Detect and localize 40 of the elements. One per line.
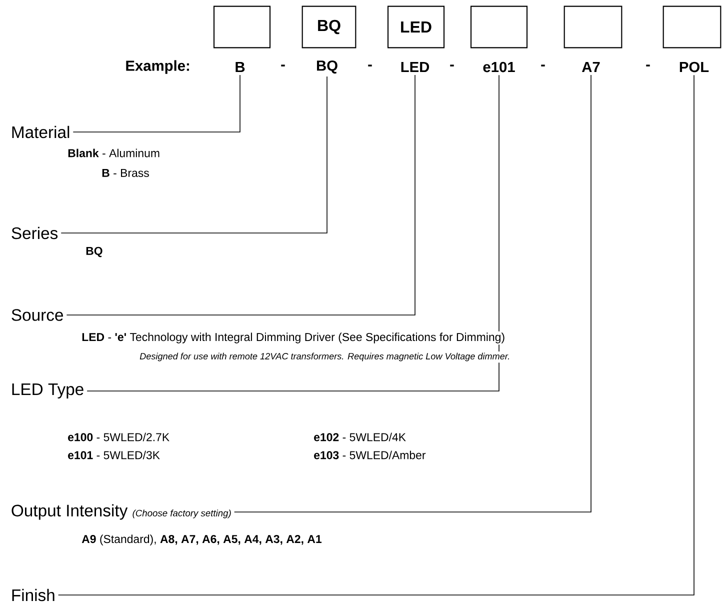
option-text: LED - 'e' Technology with Integral Dimming Driver (See Specifications for Dimming): [80, 331, 506, 345]
separator-dash: -: [539, 63, 547, 71]
option-text: Blank - Aluminum: [66, 147, 162, 159]
category-heading: Output Intensity (Choose factory setting): [8, 502, 234, 522]
option-text: e100 - 5WLED/2.7K: [66, 431, 171, 443]
code-text: LED: [401, 62, 430, 72]
note-text: Designed for use with remote 12VAC transformers. Requires magnetic Low Voltage dimmer.: [138, 351, 512, 363]
category-heading: Source: [8, 308, 66, 322]
separator-dash: -: [644, 63, 652, 71]
option-text: BQ: [84, 246, 104, 258]
code-box: LED: [387, 6, 445, 48]
leader-line: [72, 74, 240, 132]
category-heading: LED Type: [8, 382, 87, 400]
code-box: [662, 6, 722, 48]
option-text: e102 - 5WLED/4K: [312, 431, 408, 443]
code-box: [470, 6, 528, 48]
option-text: e101 - 5WLED/3K: [66, 449, 162, 461]
code-box: BQ: [302, 6, 356, 48]
leader-line: [234, 74, 592, 512]
code-text: e101: [483, 62, 515, 72]
separator-dash: -: [448, 63, 456, 71]
code-text: BQ: [317, 60, 338, 74]
category-heading: Series: [8, 226, 61, 240]
code-box: [564, 6, 622, 48]
leader-line: [60, 76, 328, 234]
option-text: A9 (Standard), A8, A7, A6, A5, A4, A3, A2, A1: [80, 533, 324, 547]
leader-line: [66, 74, 416, 316]
category-heading: Material: [8, 124, 73, 140]
category-heading: Finish: [8, 588, 58, 602]
leader-line: [86, 74, 500, 392]
option-text: B - Brass: [100, 168, 151, 178]
leader-line: [58, 74, 694, 596]
code-text: A7: [582, 62, 600, 72]
example-label: Example:: [124, 58, 192, 76]
code-text: B: [236, 62, 245, 72]
option-text: e103 - 5WLED/Amber: [312, 449, 428, 461]
code-box: [213, 6, 271, 48]
code-text: POL: [680, 62, 709, 72]
separator-dash: -: [279, 63, 287, 71]
separator-dash: -: [366, 63, 374, 71]
